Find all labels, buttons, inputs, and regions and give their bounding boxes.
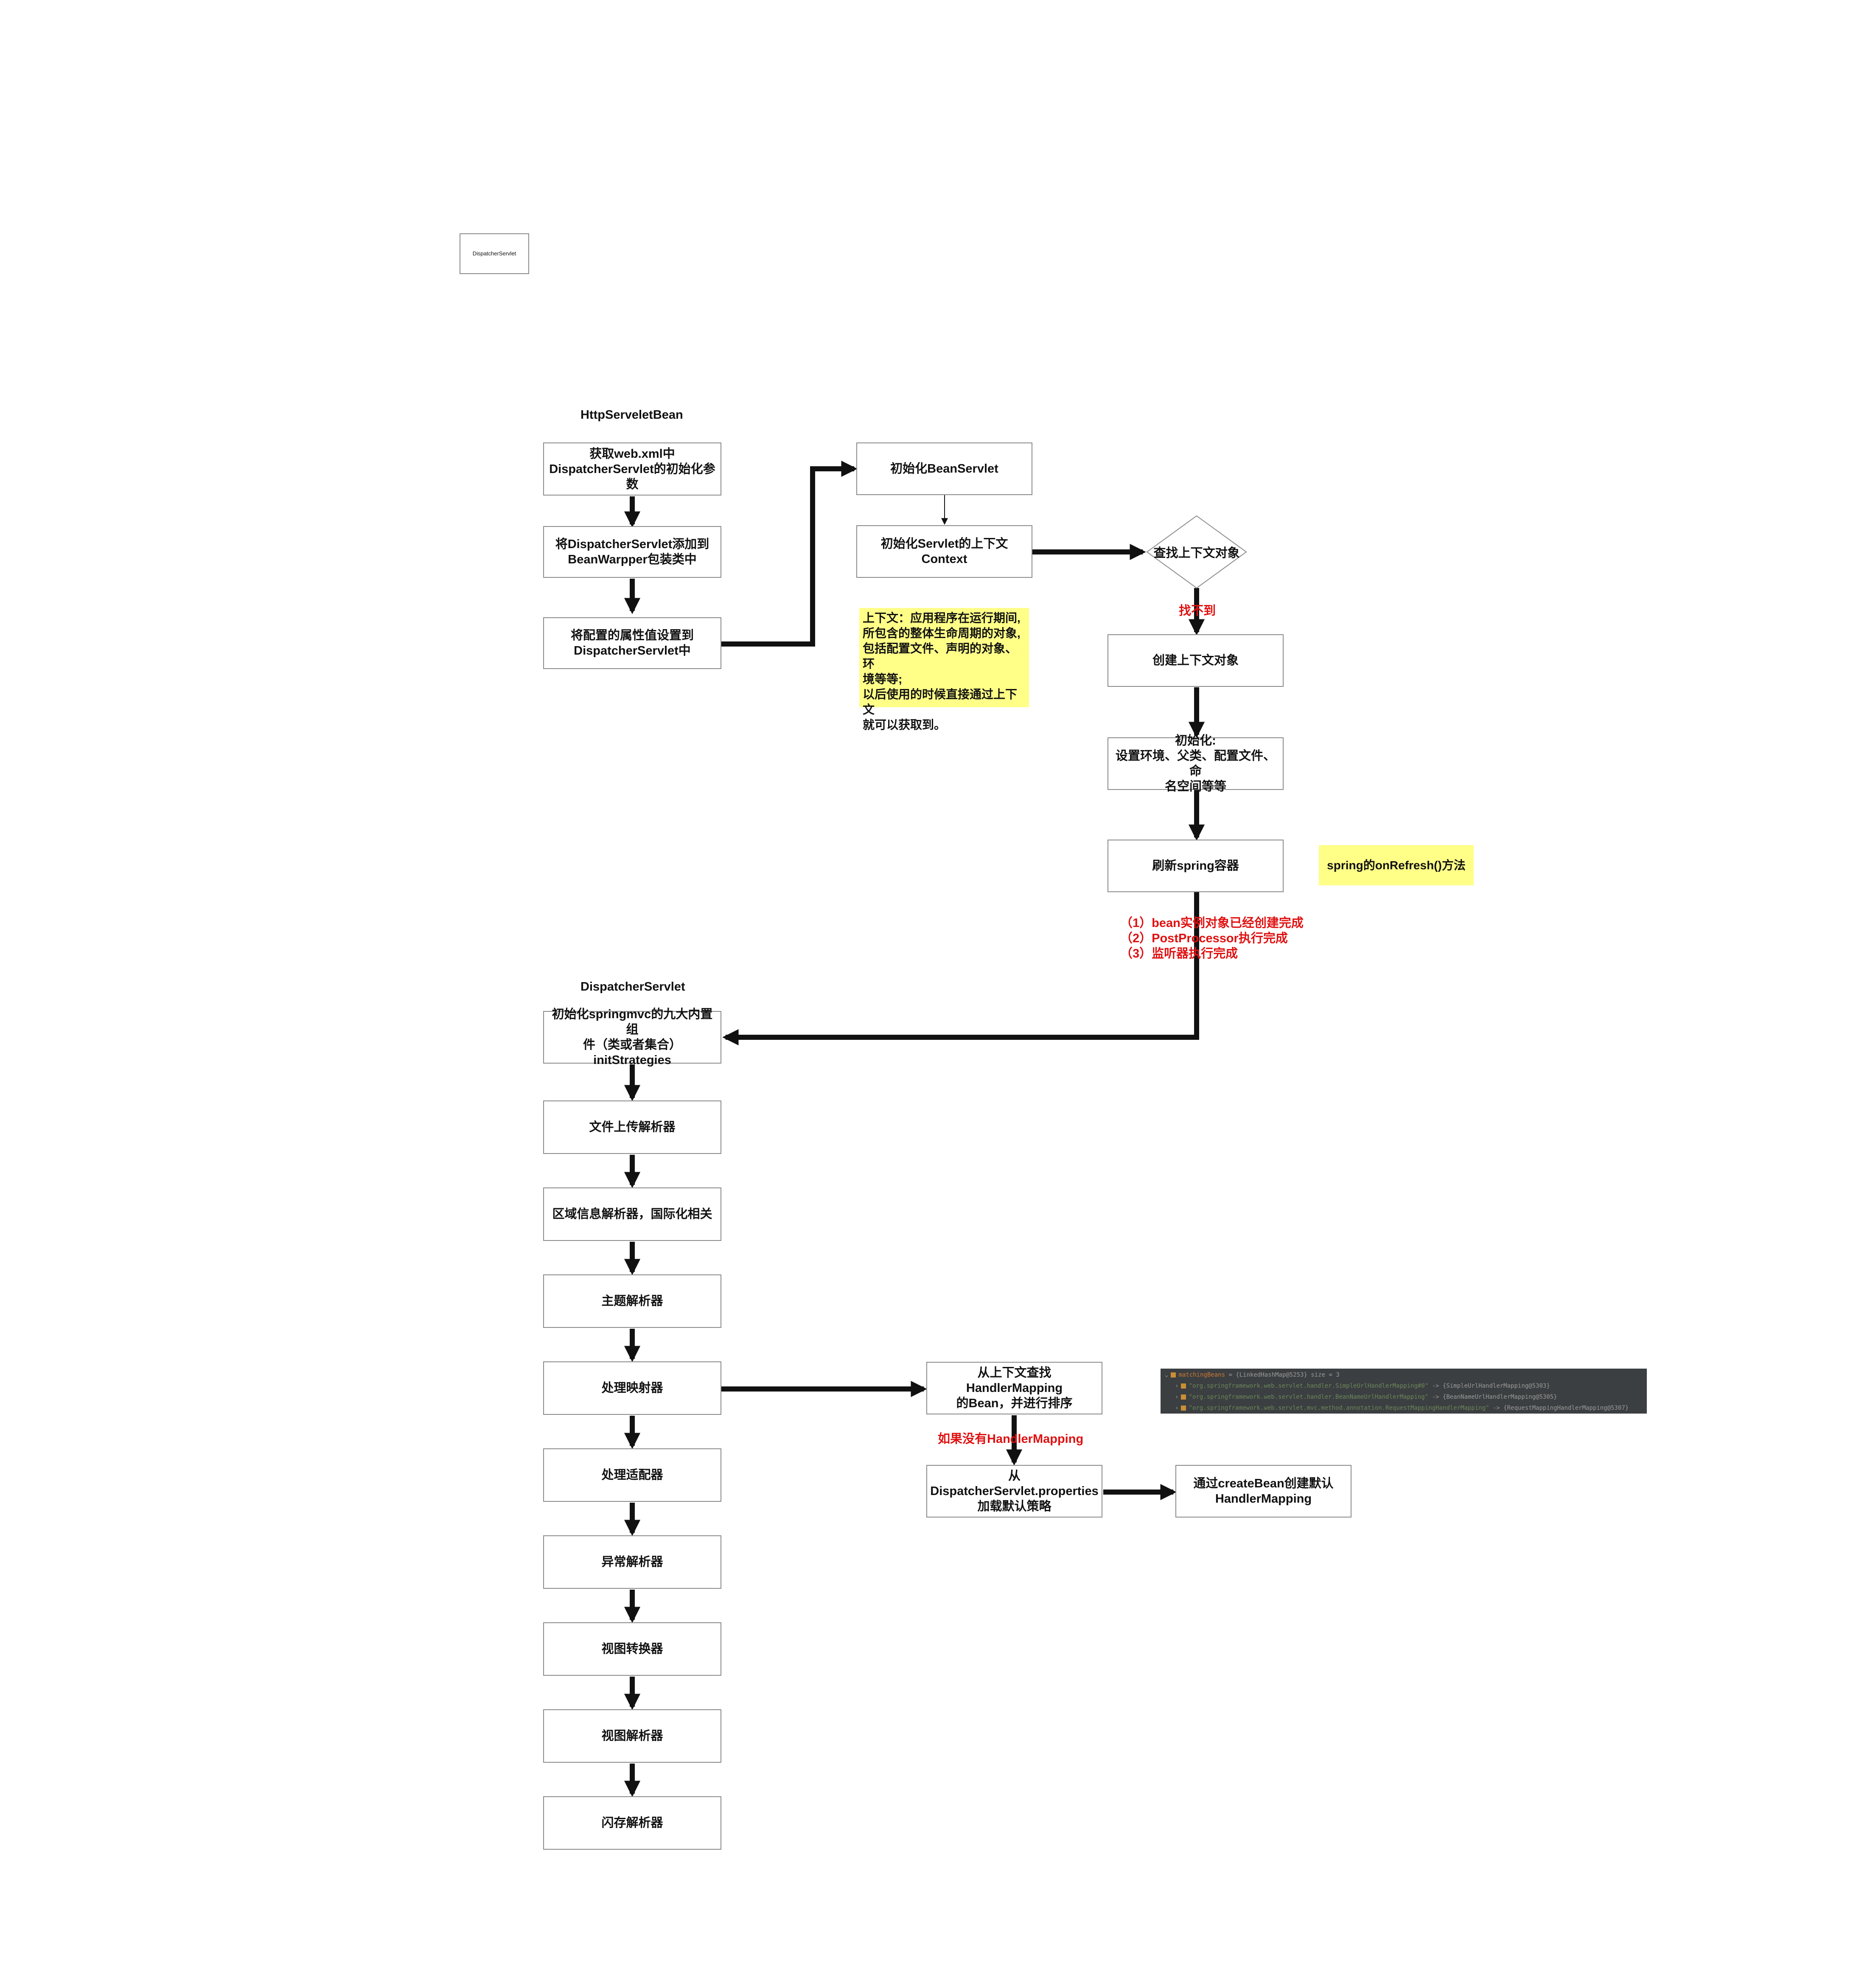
debug-entry-value: -> {BeanNameUrlHandlerMapping@5305} <box>1428 1394 1557 1400</box>
arrow-http-3-initbean <box>721 460 858 647</box>
dispatcher-servlet-box: DispatcherServlet <box>460 233 529 274</box>
multipart-resolver-box: 文件上传解析器 <box>543 1100 721 1154</box>
view-resolver-box: 视图解析器 <box>543 1709 721 1763</box>
theme-resolver-box: 主题解析器 <box>543 1274 721 1328</box>
expand-arrow-icon: › <box>1175 1394 1179 1400</box>
debug-entry-row: › "org.springframework.web.servlet.mvc.me… <box>1165 1403 1643 1414</box>
onrefresh-note: spring的onRefresh()方法 <box>1319 845 1474 885</box>
debugger-variables-panel: ⌄ matchingBeans = {LinkedHashMap@5253} si… <box>1161 1369 1647 1414</box>
context-definition-note: 上下文：应用程序在运行期间, 所包含的整体生命周期的对象, 包括配置文件、声明的… <box>859 608 1029 731</box>
handler-adapter-box: 处理适配器 <box>543 1448 721 1502</box>
debug-entry-key: "org.springframework.web.servlet.mvc.met… <box>1189 1405 1489 1411</box>
no-handler-mapping-label: 如果没有HandlerMapping <box>938 1432 1084 1446</box>
init-servlet-context-box: 初始化Servlet的上下文Context <box>856 525 1032 578</box>
init-strategies-box: 初始化springmvc的九大内置组 件（类或者集合） initStrategi… <box>543 1008 721 1067</box>
refresh-spring-container-box: 刷新spring容器 <box>1108 840 1284 892</box>
find-handler-mapping-box: 从上下文查找HandlerMapping 的Bean，并进行排序 <box>926 1362 1102 1414</box>
debug-entry-key: "org.springframework.web.servlet.handler… <box>1189 1383 1429 1389</box>
debug-var-value: = {LinkedHashMap@5253} size = 3 <box>1225 1372 1340 1378</box>
exception-resolver-box: 异常解析器 <box>543 1535 721 1589</box>
init-settings-box: 初始化: 设置环境、父类、配置文件、命 名空间等等 <box>1108 734 1284 793</box>
debug-entry-row: › "org.springframework.web.servlet.handle… <box>1165 1380 1643 1392</box>
create-context-box: 创建上下文对象 <box>1108 634 1284 687</box>
entry-icon <box>1181 1394 1186 1400</box>
handler-mapping-box: 处理映射器 <box>543 1361 721 1415</box>
http-step-get-init-params: 获取web.xml中 DispatcherServlet的初始化参数 <box>543 442 721 496</box>
http-step-add-bean-wrapper: 将DispatcherServlet添加到 BeanWarpper包装类中 <box>543 526 721 578</box>
debug-entry-value: -> {SimpleUrlHandlerMapping@5303} <box>1428 1383 1550 1389</box>
debug-entry-key: "org.springframework.web.servlet.handler… <box>1189 1394 1429 1400</box>
expand-arrow-icon: › <box>1175 1383 1179 1389</box>
create-default-handler-mapping-box: 通过createBean创建默认 HandlerMapping <box>1175 1465 1351 1518</box>
debug-var-name: matchingBeans <box>1178 1372 1225 1378</box>
locale-resolver-box: 区域信息解析器，国际化相关 <box>543 1187 721 1241</box>
find-context-diamond <box>1146 515 1247 589</box>
debug-header-row: ⌄ matchingBeans = {LinkedHashMap@5253} si… <box>1165 1369 1643 1380</box>
debug-entry-value: -> {RequestMappingHandlerMapping@5307} <box>1489 1405 1629 1411</box>
load-default-strategies-box: 从 DispatcherServlet.properties 加载默认策略 <box>926 1465 1102 1518</box>
find-context-label: 查找上下文对象 <box>1153 546 1240 560</box>
not-found-label: 找不到 <box>1179 604 1216 618</box>
collapse-arrow-icon: ⌄ <box>1165 1372 1169 1378</box>
debug-entry-row: › "org.springframework.web.servlet.handle… <box>1165 1392 1643 1403</box>
view-name-translator-box: 视图转换器 <box>543 1622 721 1676</box>
arrow-refresh-dispatcher <box>722 892 1199 1046</box>
entry-icon <box>1181 1406 1186 1411</box>
refresh-results-label: （1）bean实例对象已经创建完成 （2）PostProcessor执行完成 （… <box>1120 916 1304 960</box>
init-bean-servlet-box: 初始化BeanServlet <box>856 442 1032 495</box>
dispatcher-servlet-title: DispatcherServlet <box>580 980 685 994</box>
map-field-icon <box>1171 1372 1176 1378</box>
expand-arrow-icon: › <box>1175 1405 1179 1411</box>
http-step-set-properties: 将配置的属性值设置到 DispatcherServlet中 <box>543 617 721 669</box>
entry-icon <box>1181 1383 1186 1389</box>
flash-map-manager-box: 闪存解析器 <box>543 1796 721 1850</box>
http-servlet-bean-title: HttpServeletBean <box>580 408 683 422</box>
